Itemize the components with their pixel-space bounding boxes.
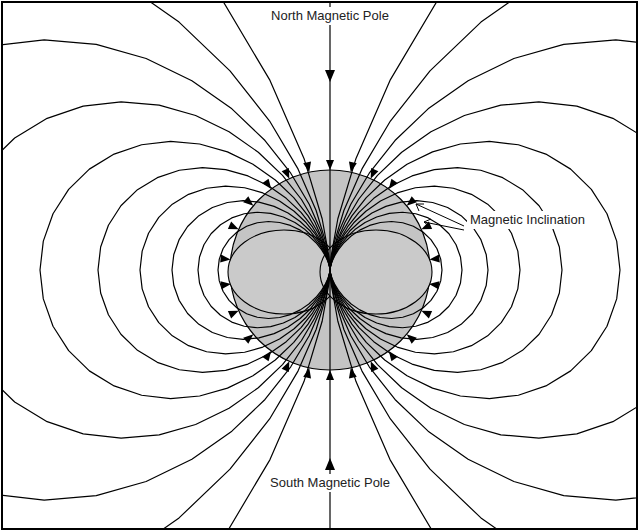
leader-lines <box>416 204 464 230</box>
field-lines <box>3 3 636 528</box>
pole-label: North Magnetic Pole <box>268 7 392 25</box>
field-arrows <box>220 70 440 470</box>
pole-label: South Magnetic Pole <box>267 474 393 492</box>
inclination-label: Magnetic Inclination <box>467 211 588 229</box>
